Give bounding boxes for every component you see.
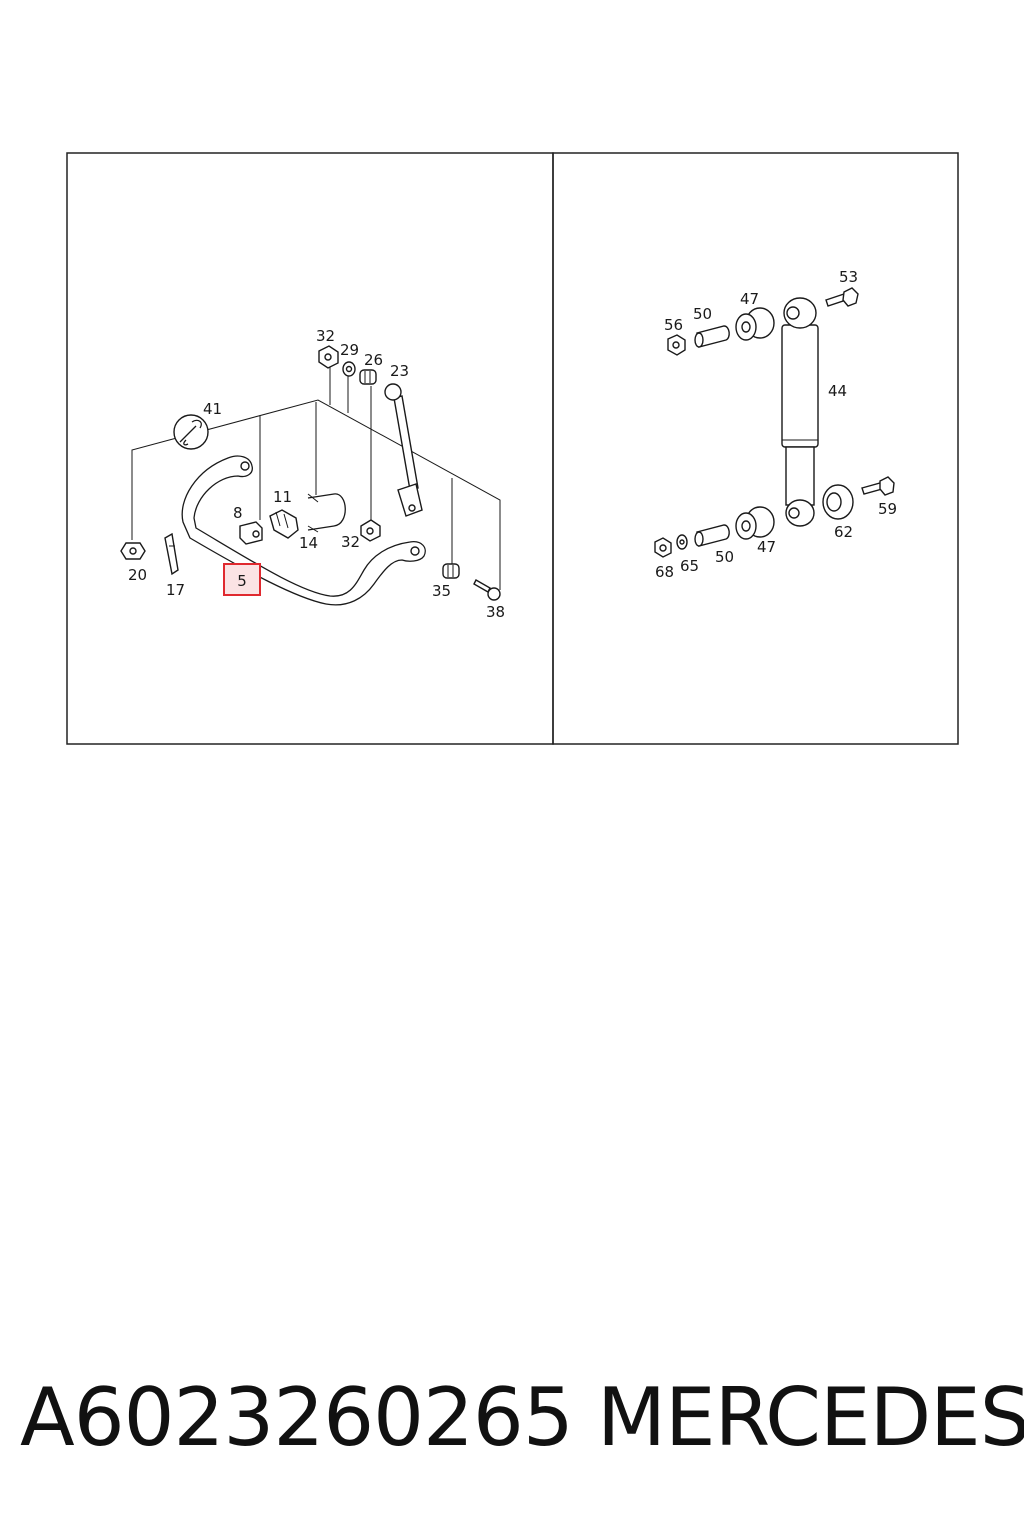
label-47-bottom: 47 xyxy=(757,538,776,556)
shock-absorber-drawing xyxy=(654,287,895,558)
right-panel-frame xyxy=(552,152,959,745)
label-59: 59 xyxy=(878,500,897,518)
label-50-top: 50 xyxy=(693,305,712,323)
label-5: 5 xyxy=(237,572,247,590)
label-29: 29 xyxy=(340,341,359,359)
label-47-top: 47 xyxy=(740,290,759,308)
label-35: 35 xyxy=(432,582,451,600)
label-14: 14 xyxy=(299,534,318,552)
label-56: 56 xyxy=(664,316,683,334)
label-62: 62 xyxy=(834,523,853,541)
label-50-bottom: 50 xyxy=(715,548,734,566)
left-panel-frame xyxy=(66,152,554,745)
label-41: 41 xyxy=(203,400,222,418)
label-32-top: 32 xyxy=(316,327,335,345)
label-68: 68 xyxy=(655,563,674,581)
label-32-bottom: 32 xyxy=(341,533,360,551)
label-8: 8 xyxy=(233,504,243,522)
right-labels: 53 47 56 50 44 59 62 68 65 50 47 xyxy=(655,268,897,581)
label-65: 65 xyxy=(680,557,699,575)
label-17: 17 xyxy=(166,581,185,599)
stabilizer-assembly-drawing xyxy=(120,345,501,606)
parts-diagram: 32 29 26 23 41 11 8 14 32 20 17 5 35 38 xyxy=(66,152,959,745)
label-11: 11 xyxy=(273,488,292,506)
label-26: 26 xyxy=(364,351,383,369)
highlight-box-5[interactable] xyxy=(223,563,261,596)
brand-name: MERCEDES xyxy=(597,1371,1024,1464)
label-23: 23 xyxy=(390,362,409,380)
label-53: 53 xyxy=(839,268,858,286)
part-number: A6023260265 xyxy=(20,1371,574,1464)
label-44: 44 xyxy=(828,382,847,400)
label-38: 38 xyxy=(486,603,505,621)
footer: A6023260265 MERCEDES xyxy=(0,1368,1024,1478)
label-20: 20 xyxy=(128,566,147,584)
left-labels: 32 29 26 23 41 11 8 14 32 20 17 5 35 38 xyxy=(128,327,505,621)
